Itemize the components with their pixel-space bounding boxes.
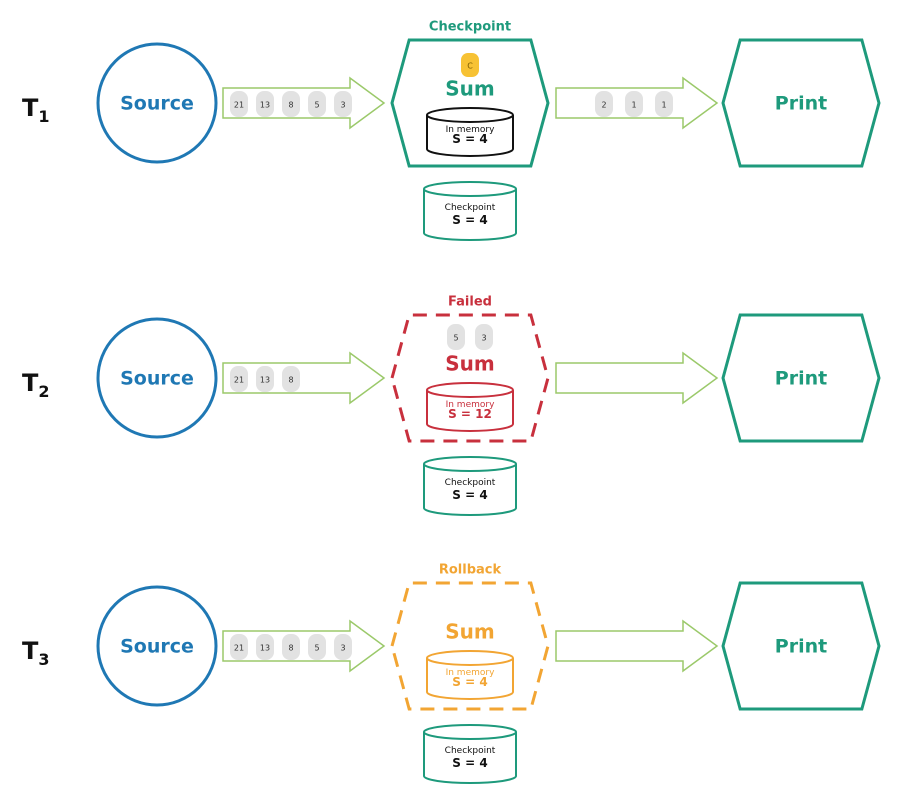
memory-state-value: S = 12 <box>448 407 492 421</box>
input-token <box>282 634 300 660</box>
memory-state-label: In memory <box>446 125 495 135</box>
checkpoint-storage-value: S = 4 <box>452 756 487 770</box>
input-token <box>230 366 248 392</box>
output-token <box>595 91 613 117</box>
checkpoint-storage-cylinder-body <box>423 732 517 784</box>
memory-state-cylinder-top <box>426 107 514 123</box>
input-token-label: 13 <box>260 376 270 385</box>
operator-status-label: Failed <box>448 295 492 310</box>
checkpoint-storage-label: Checkpoint <box>445 478 496 488</box>
source-label: Source <box>120 636 194 658</box>
checkpoint-storage-cylinder-top <box>423 456 517 472</box>
checkpoint-storage-label: Checkpoint <box>445 203 496 213</box>
checkpoint-storage-cylinder-body <box>423 464 517 516</box>
operator-name: Sum <box>445 352 494 376</box>
input-token-label: 3 <box>340 644 345 653</box>
input-token-label: 8 <box>288 376 293 385</box>
time-label: T3 <box>22 637 50 669</box>
input-token <box>230 634 248 660</box>
input-token-label: 13 <box>260 644 270 653</box>
source-node <box>96 585 218 707</box>
time-subscript: 1 <box>38 107 49 126</box>
input-token <box>282 91 300 117</box>
checkpoint-storage-label: Checkpoint <box>445 746 496 756</box>
checkpoint-storage-cylinder-top <box>423 181 517 197</box>
time-label: T2 <box>22 369 50 401</box>
input-token-label: 5 <box>314 644 319 653</box>
input-token-label: 8 <box>288 644 293 653</box>
inflight-token-label: 3 <box>481 334 486 343</box>
memory-state-value: S = 4 <box>452 132 487 146</box>
memory-state-cylinder-top <box>426 650 514 666</box>
output-token-label: 1 <box>661 101 666 110</box>
output-token-label: 1 <box>631 101 636 110</box>
checkpoint-storage-cylinder-body <box>423 189 517 241</box>
source-label: Source <box>120 93 194 115</box>
input-token-label: 21 <box>234 376 244 385</box>
input-token-label: 5 <box>314 101 319 110</box>
checkpoint-storage-cylinder-top <box>423 724 517 740</box>
time-subscript: 3 <box>38 650 49 669</box>
operator-status-label: Checkpoint <box>429 20 511 35</box>
memory-state-cylinder-body <box>426 390 514 432</box>
operator-status-label: Rollback <box>439 563 502 578</box>
source-node <box>96 317 218 439</box>
output-token <box>655 91 673 117</box>
inflight-token-label: 5 <box>453 334 458 343</box>
checkpoint-barrier <box>461 53 479 77</box>
input-token <box>256 634 274 660</box>
input-token-label: 13 <box>260 101 270 110</box>
inflight-token <box>447 324 465 350</box>
input-token-label: 21 <box>234 644 244 653</box>
sink-label: Print <box>775 636 827 658</box>
operator-name: Sum <box>445 620 494 644</box>
input-token <box>308 91 326 117</box>
sink-label: Print <box>775 93 827 115</box>
input-token <box>334 634 352 660</box>
source-label: Source <box>120 368 194 390</box>
output-stream-arrow <box>555 351 719 405</box>
inflight-token <box>475 324 493 350</box>
print-sink <box>721 313 881 443</box>
sink-label: Print <box>775 368 827 390</box>
checkpoint-barrier-label: C <box>467 62 473 71</box>
print-sink <box>721 38 881 168</box>
output-token <box>625 91 643 117</box>
operator-name: Sum <box>445 77 494 101</box>
input-token <box>256 91 274 117</box>
memory-state-label: In memory <box>446 668 495 678</box>
time-subscript: 2 <box>38 382 49 401</box>
memory-state-cylinder-body <box>426 115 514 157</box>
memory-state-cylinder-body <box>426 658 514 700</box>
checkpoint-storage-value: S = 4 <box>452 488 487 502</box>
input-token <box>282 366 300 392</box>
memory-state-cylinder-top <box>426 382 514 398</box>
output-token-label: 2 <box>601 101 606 110</box>
checkpoint-storage-value: S = 4 <box>452 213 487 227</box>
input-token <box>230 91 248 117</box>
output-stream-arrow <box>555 619 719 673</box>
time-label: T1 <box>22 94 50 126</box>
input-token-label: 8 <box>288 101 293 110</box>
input-token-label: 21 <box>234 101 244 110</box>
print-sink <box>721 581 881 711</box>
memory-state-label: In memory <box>446 400 495 410</box>
input-token <box>308 634 326 660</box>
memory-state-value: S = 4 <box>452 675 487 689</box>
input-token <box>256 366 274 392</box>
input-token-label: 3 <box>340 101 345 110</box>
source-node <box>96 42 218 164</box>
input-token <box>334 91 352 117</box>
